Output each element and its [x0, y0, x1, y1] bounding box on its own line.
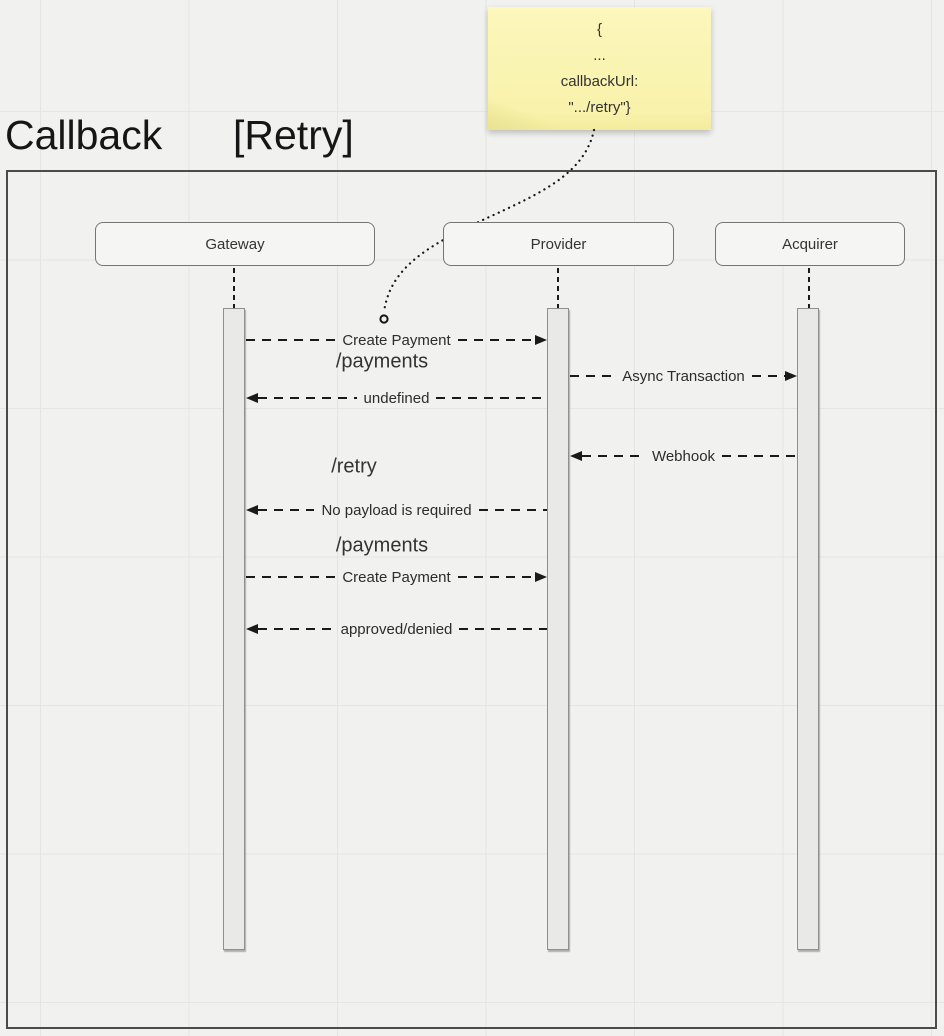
message-line	[459, 628, 548, 630]
message-line	[246, 393, 357, 403]
message-label: Create Payment	[342, 568, 451, 586]
message-label: No payload is required	[321, 501, 472, 519]
arrowhead-left-icon	[570, 451, 582, 461]
sticky-note-line: {	[596, 20, 602, 38]
message-line	[457, 335, 548, 345]
message-create-payment-1: Create Payment	[246, 329, 548, 351]
message-no-payload-required: No payload is required	[246, 499, 547, 521]
message-undefined: undefined	[246, 387, 547, 409]
activation-bar-provider	[547, 308, 569, 950]
diagram-title-text: Callback	[5, 112, 163, 158]
arrowhead-right-icon	[785, 371, 797, 381]
sticky-note-line: callbackUrl:	[560, 72, 639, 90]
message-approved-denied: approved/denied	[246, 618, 548, 640]
message-webhook: Webhook	[570, 445, 798, 467]
message-line	[246, 339, 336, 341]
sticky-note-line: ...	[593, 46, 606, 64]
lifeline-provider	[557, 268, 559, 308]
message-async-transaction: Async Transaction	[570, 365, 797, 387]
message-line	[478, 509, 547, 511]
sticky-note-line: ".../retry"}	[568, 98, 631, 116]
endpoint-label-retry: /retry	[331, 455, 377, 478]
message-line	[246, 576, 336, 578]
actor-gateway: Gateway	[95, 222, 375, 266]
message-line	[246, 505, 315, 515]
message-line	[457, 572, 548, 582]
diagram-title-qualifier: [Retry]	[233, 112, 354, 158]
message-line	[246, 624, 334, 634]
actor-gateway-label: Gateway	[205, 235, 265, 253]
message-label: Webhook	[651, 447, 716, 465]
actor-acquirer: Acquirer	[715, 222, 905, 266]
activation-bar-gateway	[223, 308, 245, 950]
message-create-payment-2: Create Payment	[246, 566, 548, 588]
arrowhead-left-icon	[246, 624, 258, 634]
actor-acquirer-label: Acquirer	[782, 235, 838, 253]
arrowhead-right-icon	[535, 572, 548, 582]
lifeline-acquirer	[808, 268, 810, 308]
sticky-note: { ... callbackUrl: ".../retry"}	[488, 7, 711, 130]
message-label: Create Payment	[342, 331, 451, 349]
message-line	[570, 451, 645, 461]
arrowhead-left-icon	[246, 393, 258, 403]
diagram-title: Callback [Retry]	[5, 112, 354, 159]
activation-bar-acquirer	[797, 308, 819, 950]
lifeline-gateway	[233, 268, 235, 308]
endpoint-label-payments-1: /payments	[335, 350, 429, 373]
actor-provider-label: Provider	[530, 235, 587, 253]
message-line	[436, 397, 547, 399]
message-line	[570, 375, 616, 377]
message-label: Async Transaction	[622, 367, 745, 385]
arrowhead-left-icon	[246, 505, 258, 515]
arrowhead-right-icon	[535, 335, 548, 345]
message-line	[751, 371, 797, 381]
message-label: approved/denied	[340, 620, 453, 638]
actor-provider: Provider	[443, 222, 674, 266]
endpoint-label-payments-2: /payments	[335, 534, 429, 557]
message-line	[722, 455, 798, 457]
message-label: undefined	[363, 389, 430, 407]
